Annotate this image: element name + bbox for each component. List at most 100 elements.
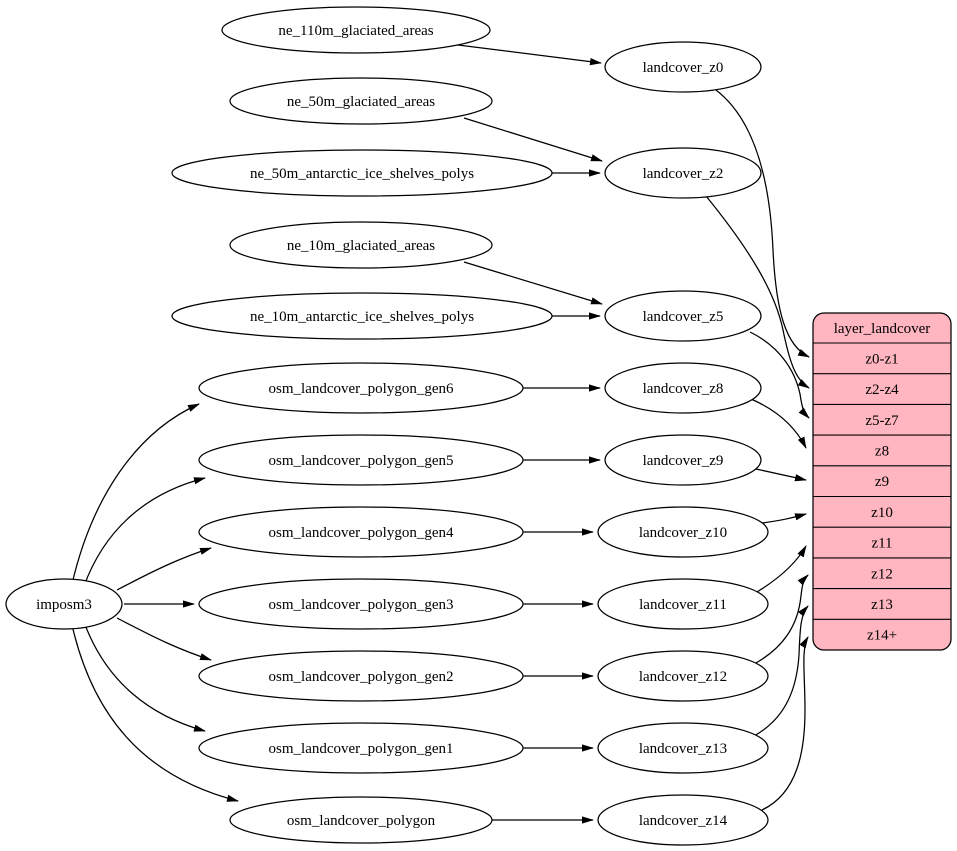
node-label-landcover_z8: landcover_z8 (643, 381, 724, 397)
edge-imposm3--osm_landcover_polygon_gen4 (116, 547, 212, 591)
node-ellipse-osm_landcover_polygon_gen4 (198, 506, 524, 558)
node-landcover_z10: landcover_z10 (597, 506, 769, 558)
node-label-ne_10m_antarctic_ice_shelves_polys: ne_10m_antarctic_ice_shelves_polys (250, 309, 474, 325)
edge-landcover_z11--layer_landcover:z11 (756, 545, 807, 593)
node-label-landcover_z12: landcover_z12 (639, 669, 727, 685)
edge-landcover_z8--layer_landcover:z8 (750, 398, 807, 449)
node-ellipse-osm_landcover_polygon_gen2 (198, 650, 524, 702)
node-landcover_z13: landcover_z13 (597, 722, 769, 774)
node-osm_landcover_polygon: osm_landcover_polygon (229, 796, 493, 844)
node-ellipse-landcover_z11 (597, 578, 769, 630)
node-osm_landcover_polygon_gen1: osm_landcover_polygon_gen1 (198, 722, 524, 774)
record-row-z14+: z14+ (867, 628, 897, 644)
node-ellipse-imposm3 (5, 578, 123, 630)
record-row-z11: z11 (871, 536, 892, 552)
node-label-landcover_z11: landcover_z11 (639, 597, 727, 613)
node-ellipse-landcover_z14 (597, 794, 769, 846)
node-ellipse-landcover_z10 (597, 506, 769, 558)
node-osm_landcover_polygon_gen3: osm_landcover_polygon_gen3 (198, 578, 524, 630)
node-ne_10m_glaciated_areas: ne_10m_glaciated_areas (229, 221, 493, 269)
node-landcover_z11: landcover_z11 (597, 578, 769, 630)
record-shape-layer_landcover (812, 312, 952, 651)
node-label-landcover_z13: landcover_z13 (639, 741, 727, 757)
node-landcover_z9: landcover_z9 (604, 434, 762, 486)
node-imposm3: imposm3 (5, 578, 123, 630)
node-label-osm_landcover_polygon_gen2: osm_landcover_polygon_gen2 (269, 669, 454, 685)
record-row-z0-z1: z0-z1 (865, 351, 898, 367)
node-ellipse-osm_landcover_polygon_gen1 (198, 722, 524, 774)
node-landcover_z0: landcover_z0 (604, 41, 762, 93)
edge-imposm3--osm_landcover_polygon_gen1 (83, 621, 206, 732)
node-ellipse-osm_landcover_polygon_gen6 (198, 362, 524, 414)
edge-imposm3--osm_landcover_polygon (71, 624, 239, 802)
record-row-z9: z9 (875, 474, 889, 490)
node-ellipse-osm_landcover_polygon (229, 796, 493, 844)
node-label-landcover_z5: landcover_z5 (643, 309, 724, 325)
node-landcover_z14: landcover_z14 (597, 794, 769, 846)
node-ne_10m_antarctic_ice_shelves_polys: ne_10m_antarctic_ice_shelves_polys (171, 292, 553, 340)
node-ellipse-ne_10m_antarctic_ice_shelves_polys (171, 292, 553, 340)
node-ellipse-ne_10m_glaciated_areas (229, 221, 493, 269)
node-ellipse-landcover_z8 (604, 362, 762, 414)
record-row-z10: z10 (871, 505, 893, 521)
node-label-landcover_z0: landcover_z0 (643, 60, 724, 76)
node-landcover_z2: landcover_z2 (604, 147, 762, 199)
edges-layer (71, 44, 810, 824)
node-ellipse-osm_landcover_polygon_gen5 (198, 434, 524, 486)
edge-ne_110m_glaciated_areas--landcover_z0 (457, 44, 602, 66)
edge-landcover_z12--layer_landcover:z12 (753, 574, 809, 665)
node-ellipse-landcover_z0 (604, 41, 762, 93)
node-ellipse-ne_110m_glaciated_areas (221, 6, 491, 54)
node-ne_110m_glaciated_areas: ne_110m_glaciated_areas (221, 6, 491, 54)
record-row-z2-z4: z2-z4 (865, 382, 899, 398)
node-ellipse-landcover_z13 (597, 722, 769, 774)
edge-landcover_z13--layer_landcover:z13 (753, 605, 809, 737)
node-ellipse-ne_50m_antarctic_ice_shelves_polys (171, 149, 553, 197)
edge-landcover_z9--layer_landcover:z9 (755, 468, 807, 482)
node-label-landcover_z10: landcover_z10 (639, 525, 727, 541)
edge-imposm3--osm_landcover_polygon_gen5 (83, 477, 206, 587)
node-label-osm_landcover_polygon_gen4: osm_landcover_polygon_gen4 (269, 525, 454, 541)
node-landcover_z5: landcover_z5 (604, 290, 762, 342)
node-osm_landcover_polygon_gen4: osm_landcover_polygon_gen4 (198, 506, 524, 558)
record-node-layer_landcover: layer_landcover z0-z1 z2-z4 z5-z7 z8 z9 z10 z11… (812, 312, 952, 651)
node-ne_50m_glaciated_areas: ne_50m_glaciated_areas (229, 77, 493, 125)
record-row-z5-z7: z5-z7 (865, 413, 899, 429)
node-label-ne_50m_antarctic_ice_shelves_polys: ne_50m_antarctic_ice_shelves_polys (250, 166, 474, 182)
node-label-landcover_z14: landcover_z14 (639, 813, 728, 829)
edge-ne_10m_glaciated_areas--landcover_z5 (463, 261, 603, 305)
node-ellipse-ne_50m_glaciated_areas (229, 77, 493, 125)
node-label-osm_landcover_polygon_gen1: osm_landcover_polygon_gen1 (269, 741, 454, 757)
record-row-z13: z13 (871, 597, 893, 613)
record-title-layer_landcover: layer_landcover (834, 321, 931, 337)
nodes-layer: imposm3 ne_110m_glaciated_areas ne_50m_gla… (5, 6, 952, 846)
node-ellipse-landcover_z12 (597, 650, 769, 702)
edge-landcover_z10--layer_landcover:z10 (761, 513, 807, 524)
node-label-ne_110m_glaciated_areas: ne_110m_glaciated_areas (278, 23, 433, 39)
node-label-imposm3: imposm3 (36, 597, 92, 613)
node-landcover_z8: landcover_z8 (604, 362, 762, 414)
node-ellipse-landcover_z5 (604, 290, 762, 342)
node-label-landcover_z9: landcover_z9 (643, 453, 724, 469)
edge-ne_50m_glaciated_areas--landcover_z2 (463, 117, 603, 162)
edge-landcover_z14--layer_landcover:z14+ (761, 636, 809, 811)
node-ellipse-landcover_z9 (604, 434, 762, 486)
edge-landcover_z5--layer_landcover:z5-z7 (749, 331, 810, 419)
record-row-z12: z12 (871, 566, 893, 582)
node-label-ne_10m_glaciated_areas: ne_10m_glaciated_areas (287, 238, 435, 254)
record-row-z8: z8 (875, 443, 889, 459)
node-label-osm_landcover_polygon_gen5: osm_landcover_polygon_gen5 (269, 453, 454, 469)
node-ne_50m_antarctic_ice_shelves_polys: ne_50m_antarctic_ice_shelves_polys (171, 149, 553, 197)
node-label-osm_landcover_polygon_gen3: osm_landcover_polygon_gen3 (269, 597, 454, 613)
node-landcover_z12: landcover_z12 (597, 650, 769, 702)
node-osm_landcover_polygon_gen5: osm_landcover_polygon_gen5 (198, 434, 524, 486)
node-label-osm_landcover_polygon: osm_landcover_polygon (287, 813, 436, 829)
node-label-osm_landcover_polygon_gen6: osm_landcover_polygon_gen6 (269, 381, 454, 397)
edge-imposm3--osm_landcover_polygon_gen2 (116, 617, 212, 661)
node-ellipse-landcover_z2 (604, 147, 762, 199)
edge-landcover_z0--layer_landcover:z0-z1 (715, 89, 810, 358)
node-osm_landcover_polygon_gen2: osm_landcover_polygon_gen2 (198, 650, 524, 702)
node-osm_landcover_polygon_gen6: osm_landcover_polygon_gen6 (198, 362, 524, 414)
edge-imposm3--osm_landcover_polygon_gen6 (71, 403, 200, 585)
